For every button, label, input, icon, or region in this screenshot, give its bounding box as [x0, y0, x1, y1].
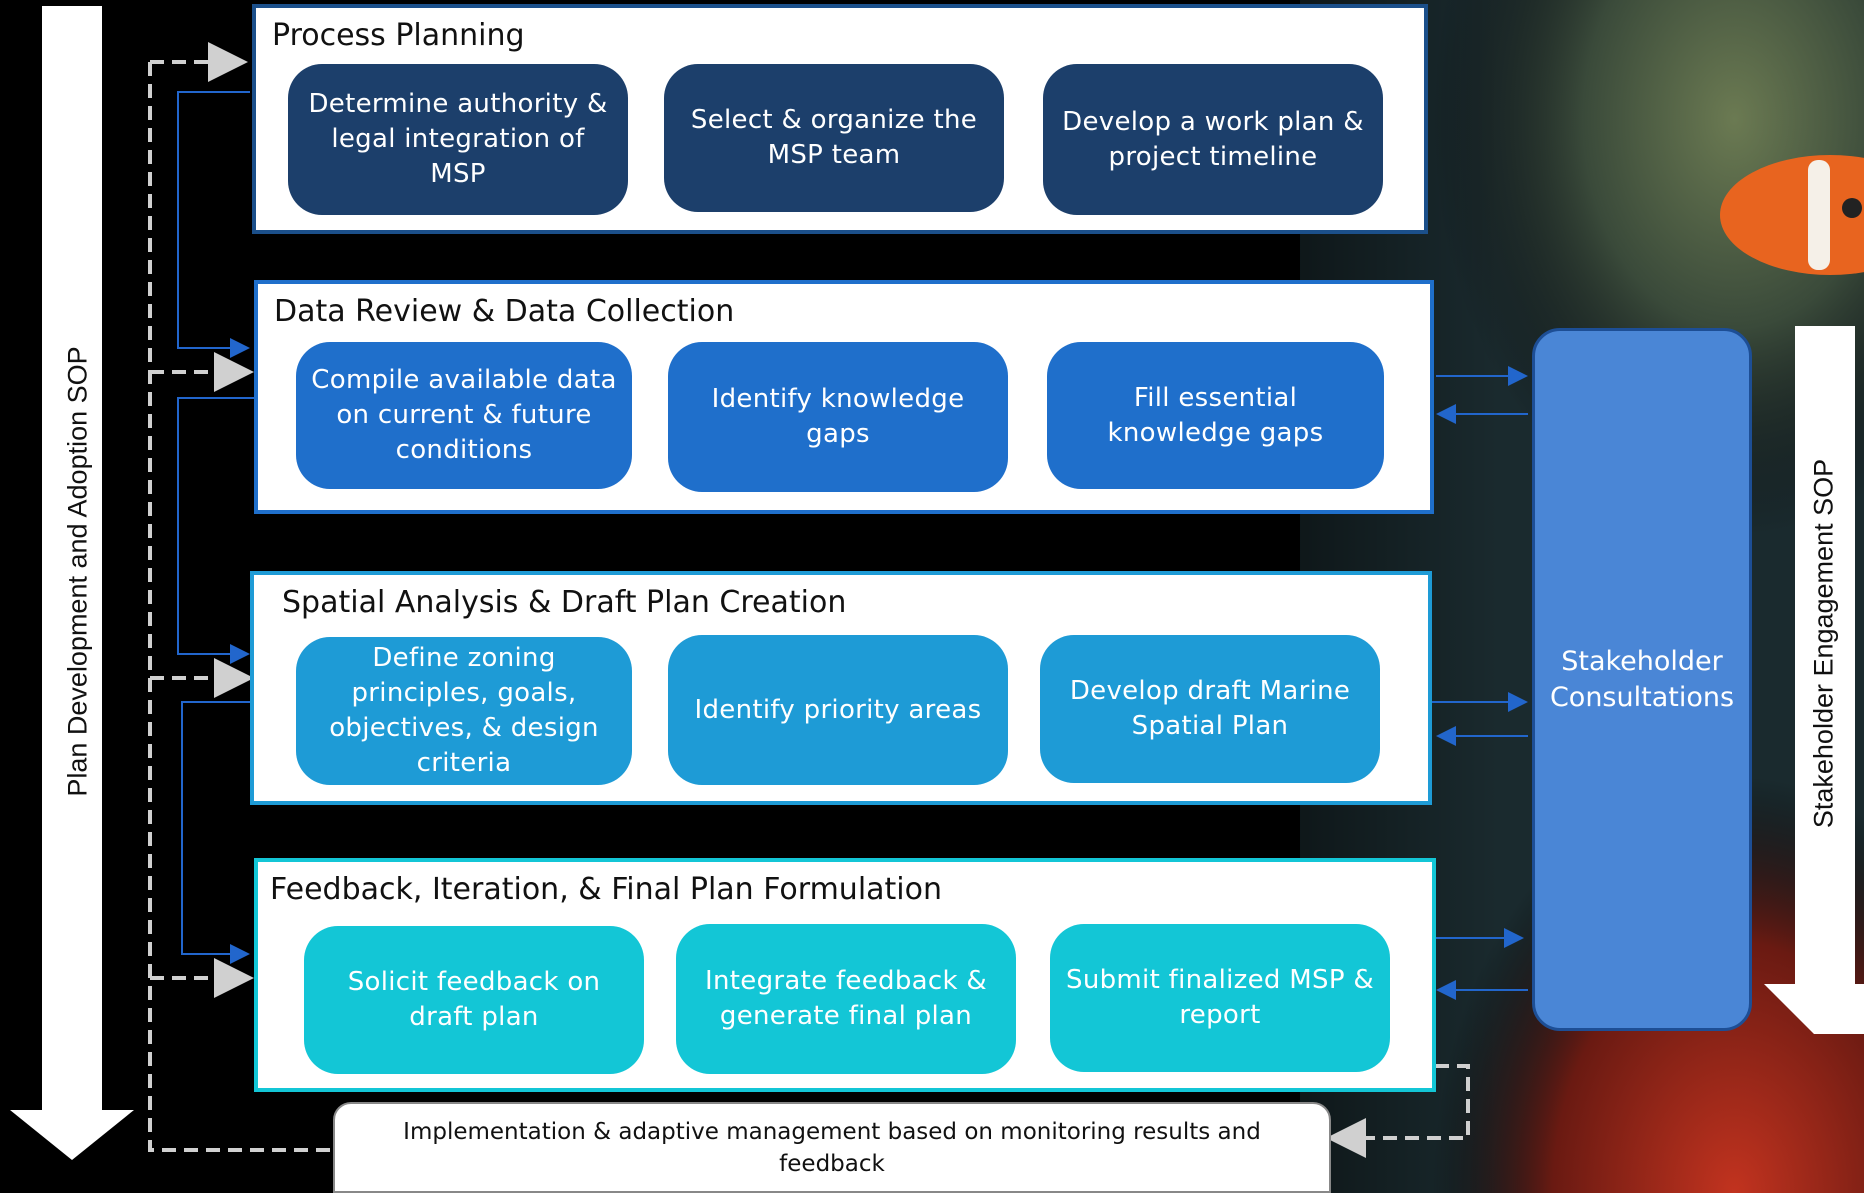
- stakeholder-consultations-label: Stakeholder Consultations: [1549, 645, 1735, 713]
- right-sop-label: Stakeholder Engagement SOP: [1808, 458, 1839, 829]
- step-fill-gaps: Fill essential knowledge gaps: [1047, 342, 1384, 489]
- implementation-box: Implementation & adaptive management bas…: [333, 1102, 1331, 1193]
- phase-title: Data Review & Data Collection: [274, 294, 735, 329]
- phase-data-review: Data Review & Data Collection Compile av…: [254, 280, 1434, 514]
- step-compile-data: Compile available data on current & futu…: [296, 342, 632, 489]
- phase-title: Process Planning: [272, 18, 525, 53]
- step-submit-final: Submit finalized MSP & report: [1050, 924, 1390, 1072]
- implementation-label: Implementation & adaptive management bas…: [403, 1118, 1261, 1177]
- step-draft-msp: Develop draft Marine Spatial Plan: [1040, 635, 1380, 783]
- stakeholder-consultations-box: Stakeholder Consultations: [1532, 328, 1752, 1031]
- phase-spatial-analysis: Spatial Analysis & Draft Plan Creation D…: [250, 571, 1432, 805]
- step-work-plan: Develop a work plan & project timeline: [1043, 64, 1383, 215]
- step-priority-areas: Identify priority areas: [668, 635, 1008, 785]
- phase-title: Spatial Analysis & Draft Plan Creation: [282, 585, 847, 620]
- step-identify-gaps: Identify knowledge gaps: [668, 342, 1008, 492]
- step-integrate-feedback: Integrate feedback & generate final plan: [676, 924, 1016, 1074]
- step-select-team: Select & organize the MSP team: [664, 64, 1004, 212]
- step-define-zoning: Define zoning principles, goals, objecti…: [296, 637, 632, 785]
- phase-process-planning: Process Planning Determine authority & l…: [252, 4, 1428, 234]
- step-solicit-feedback: Solicit feedback on draft plan: [304, 926, 644, 1074]
- phase-feedback-iteration: Feedback, Iteration, & Final Plan Formul…: [254, 858, 1436, 1092]
- clownfish-image: [1720, 155, 1864, 275]
- step-determine-authority: Determine authority & legal integration …: [288, 64, 628, 215]
- phase-title: Feedback, Iteration, & Final Plan Formul…: [270, 872, 942, 907]
- left-sop-label: Plan Development and Adoption SOP: [62, 346, 93, 797]
